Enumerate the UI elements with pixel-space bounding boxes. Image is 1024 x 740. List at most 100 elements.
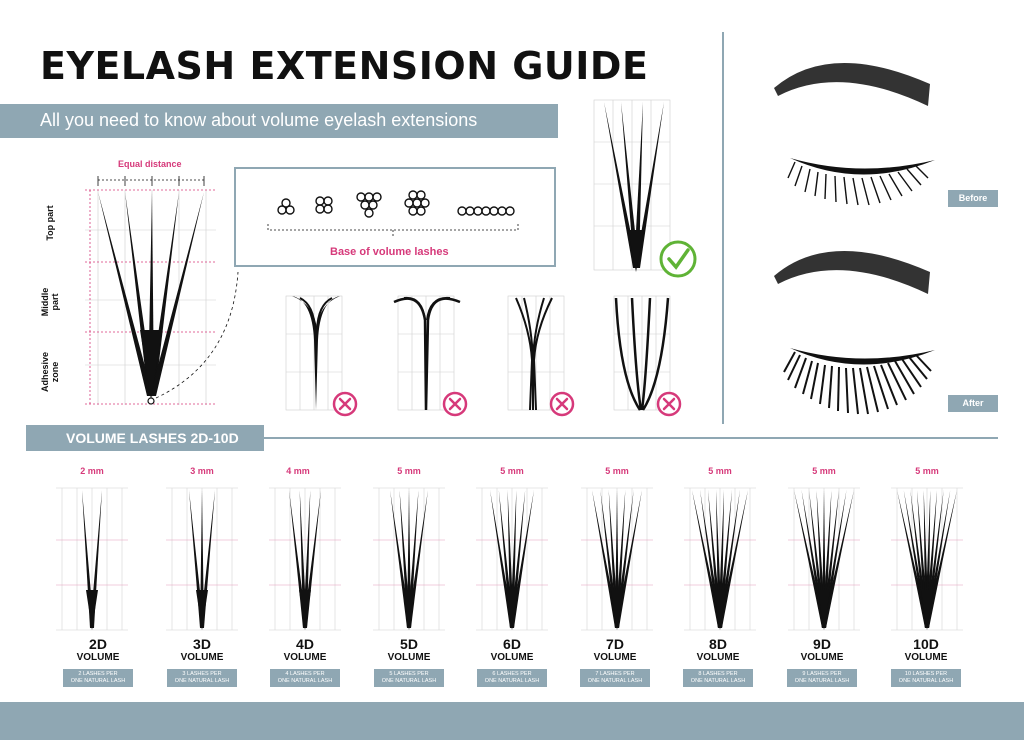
volume-label-4d: 4D VOLUME 4 LASHES PER ONE NATURAL LASH	[260, 637, 350, 687]
volume-col-9d: 5 mm	[779, 466, 869, 476]
volume-desc-line1: 4 LASHES PER	[285, 671, 325, 677]
eye-before	[787, 158, 935, 206]
volume-col-6d: 5 mm	[467, 466, 557, 476]
volume-desc-line2: ONE NATURAL LASH	[794, 678, 850, 684]
base-box	[234, 167, 556, 267]
brow-after	[774, 250, 930, 294]
volume-mm: 3 mm	[190, 466, 214, 476]
volume-header-bar	[26, 425, 264, 451]
lash	[910, 490, 929, 628]
volume-desc-line2: ONE NATURAL LASH	[587, 678, 643, 684]
volume-word: VOLUME	[387, 652, 431, 663]
volume-desc-tag: 3 LASHES PER ONE NATURAL LASH	[167, 669, 237, 687]
page-subtitle: All you need to know about volume eyelas…	[40, 110, 478, 130]
volume-desc-line2: ONE NATURAL LASH	[484, 678, 540, 684]
volume-mm: 5 mm	[397, 466, 421, 476]
volume-desc-tag: 10 LASHES PER ONE NATURAL LASH	[891, 669, 961, 687]
lash-base	[403, 590, 415, 630]
volume-desc-line1: 3 LASHES PER	[182, 671, 222, 677]
volume-header-line	[264, 437, 998, 439]
lash	[507, 490, 514, 628]
volume-col-3d: 3 mm	[157, 466, 247, 476]
subtitle-bar	[0, 104, 558, 138]
volume-col-2d: 2 mm	[47, 466, 137, 476]
fan-dashed-curve	[155, 271, 239, 399]
volume-desc-tag: 5 LASHES PER ONE NATURAL LASH	[374, 669, 444, 687]
volume-word: VOLUME	[283, 652, 327, 663]
lash	[615, 490, 634, 628]
volume-grids	[56, 487, 963, 631]
lash-base	[299, 590, 311, 630]
lash-base	[506, 590, 518, 630]
before-tag: Before	[948, 190, 998, 207]
volume-desc-line1: 8 LASHES PER	[698, 671, 738, 677]
volume-name: 9D	[813, 636, 831, 652]
fan-lashes	[98, 192, 204, 400]
volume-desc-line1: 9 LASHES PER	[802, 671, 842, 677]
volume-desc-line1: 5 LASHES PER	[389, 671, 429, 677]
base-bracket	[267, 224, 519, 236]
volume-label-6d: 6D VOLUME 6 LASHES PER ONE NATURAL LASH	[467, 637, 557, 687]
volume-name: 10D	[913, 636, 939, 652]
volume-desc-line1: 10 LASHES PER	[904, 671, 948, 677]
volume-mm: 5 mm	[812, 466, 836, 476]
volume-mm: 5 mm	[915, 466, 939, 476]
lash	[600, 490, 619, 628]
volume-fan-9d	[788, 487, 860, 631]
volume-desc-tag: 4 LASHES PER ONE NATURAL LASH	[270, 669, 340, 687]
page-title: EYELASH EXTENSION GUIDE	[40, 44, 649, 88]
lash-base	[86, 590, 98, 630]
wrong-example-2	[393, 295, 461, 411]
eye-after	[783, 348, 935, 415]
lash	[925, 490, 957, 628]
lash-base	[714, 590, 726, 630]
volume-desc-tag: 9 LASHES PER ONE NATURAL LASH	[787, 669, 857, 687]
lash	[718, 490, 748, 628]
volume-word: VOLUME	[800, 652, 844, 663]
vertical-divider	[722, 32, 724, 424]
volume-desc-line2: ONE NATURAL LASH	[381, 678, 437, 684]
wrong-example-1	[285, 295, 343, 411]
volume-name: 8D	[709, 636, 727, 652]
volume-mm: 2 mm	[80, 466, 104, 476]
lash-base	[921, 590, 933, 630]
volume-desc-line1: 6 LASHES PER	[492, 671, 532, 677]
volume-name: 7D	[606, 636, 624, 652]
volume-word: VOLUME	[593, 652, 637, 663]
footer-bar	[0, 702, 1024, 740]
lash	[822, 490, 854, 628]
base-label: Base of volume lashes	[330, 246, 449, 258]
equal-distance-arrows	[97, 176, 205, 186]
volume-fan-3d	[166, 487, 238, 631]
lash-base	[196, 590, 208, 630]
volume-word: VOLUME	[904, 652, 948, 663]
volume-desc-line1: 2 LASHES PER	[78, 671, 118, 677]
volume-word: VOLUME	[696, 652, 740, 663]
volume-desc-tag: 7 LASHES PER ONE NATURAL LASH	[580, 669, 650, 687]
volume-desc-line2: ONE NATURAL LASH	[277, 678, 333, 684]
volume-name: 2D	[89, 636, 107, 652]
volume-fan-6d	[476, 487, 548, 631]
volume-desc-tag: 8 LASHES PER ONE NATURAL LASH	[683, 669, 753, 687]
volume-fan-4d	[269, 487, 341, 631]
brow-before	[774, 62, 930, 106]
volume-col-5d: 5 mm	[364, 466, 454, 476]
volume-desc-tag: 6 LASHES PER ONE NATURAL LASH	[477, 669, 547, 687]
volume-name: 6D	[503, 636, 521, 652]
volume-desc-line2: ONE NATURAL LASH	[70, 678, 126, 684]
volume-word: VOLUME	[180, 652, 224, 663]
wrong-example-3	[507, 295, 565, 411]
volume-desc-line2: ONE NATURAL LASH	[174, 678, 230, 684]
volume-desc-tag: 2 LASHES PER ONE NATURAL LASH	[63, 669, 133, 687]
volume-mm: 5 mm	[708, 466, 732, 476]
lash	[925, 490, 944, 628]
lash	[498, 490, 514, 628]
volume-label-2d: 2D VOLUME 2 LASHES PER ONE NATURAL LASH	[53, 637, 143, 687]
volume-col-4d: 4 mm	[253, 466, 343, 476]
volume-desc-line2: ONE NATURAL LASH	[898, 678, 954, 684]
volume-label-7d: 7D VOLUME 7 LASHES PER ONE NATURAL LASH	[570, 637, 660, 687]
check-circle-icon	[659, 240, 697, 278]
volume-name: 5D	[400, 636, 418, 652]
volume-fan-5d	[373, 487, 445, 631]
